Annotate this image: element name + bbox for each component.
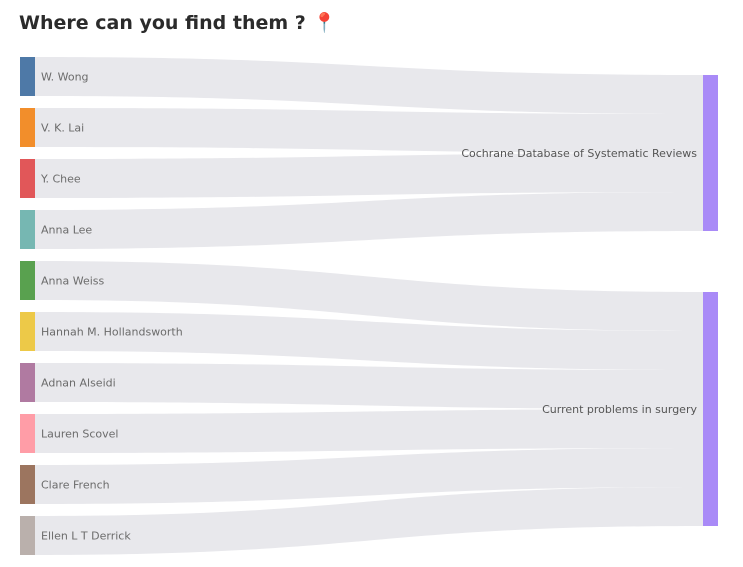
sankey-links	[35, 57, 703, 555]
page-title: Where can you find them ? 📍	[19, 11, 336, 34]
sankey-link	[35, 192, 703, 249]
source-node[interactable]	[20, 159, 35, 198]
source-node-label: Lauren Scovel	[41, 428, 118, 441]
source-node[interactable]	[20, 465, 35, 504]
target-node[interactable]	[703, 75, 718, 231]
source-node[interactable]	[20, 363, 35, 402]
source-node[interactable]	[20, 312, 35, 351]
sankey-link	[35, 487, 703, 555]
pin-icon: 📍	[312, 12, 337, 34]
title-text: Where can you find them ?	[19, 12, 306, 34]
sankey-link	[35, 363, 703, 409]
sankey-nodes	[20, 57, 718, 555]
sankey-link	[35, 153, 703, 198]
source-node[interactable]	[20, 516, 35, 555]
sankey-link	[35, 409, 703, 453]
source-node-label: Clare French	[41, 479, 110, 492]
source-node-label: Adnan Alseidi	[41, 377, 116, 390]
target-node-label: Current problems in surgery	[542, 403, 697, 416]
source-node[interactable]	[20, 57, 35, 96]
sankey-link	[35, 448, 703, 504]
source-node-label: Ellen L T Derrick	[41, 530, 131, 543]
sankey-link	[35, 261, 703, 331]
target-node-label: Cochrane Database of Systematic Reviews	[461, 147, 697, 160]
source-node-label: V. K. Lai	[41, 122, 84, 135]
sankey-link	[35, 312, 703, 370]
source-node[interactable]	[20, 210, 35, 249]
source-node[interactable]	[20, 414, 35, 453]
source-node-label: Hannah M. Hollandsworth	[41, 326, 183, 339]
sankey-link	[35, 57, 703, 114]
source-node-label: Anna Lee	[41, 224, 92, 237]
source-node[interactable]	[20, 261, 35, 300]
source-node-label: W. Wong	[41, 71, 89, 84]
source-node[interactable]	[20, 108, 35, 147]
sankey-link	[35, 108, 703, 153]
target-node[interactable]	[703, 292, 718, 526]
source-node-label: Anna Weiss	[41, 275, 104, 288]
source-node-label: Y. Chee	[40, 173, 81, 186]
